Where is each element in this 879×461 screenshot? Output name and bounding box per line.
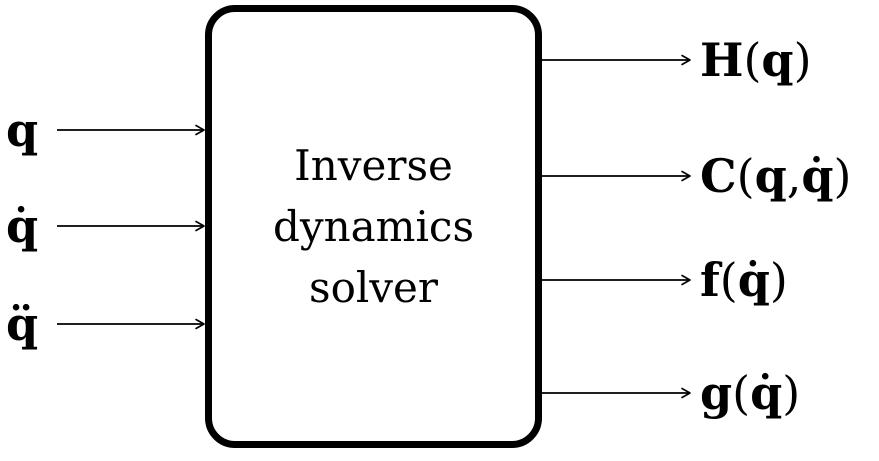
block-label-line-2: dynamics [272, 202, 475, 251]
input-label-qdot: q̇ [6, 199, 39, 253]
output-label-C: C(q, q̇) [700, 149, 852, 203]
solver-block: Inverse dynamics solver [205, 5, 542, 448]
block-label-line-1: Inverse [294, 141, 453, 190]
input-label-qddot: q̈ [6, 297, 39, 351]
block-label-line-3: solver [309, 263, 438, 312]
output-label-f: f(q̇) [700, 253, 788, 307]
output-label-H: H(q) [700, 33, 812, 87]
input-label-q: q [6, 103, 39, 157]
output-label-g: g(q̇) [700, 366, 801, 420]
